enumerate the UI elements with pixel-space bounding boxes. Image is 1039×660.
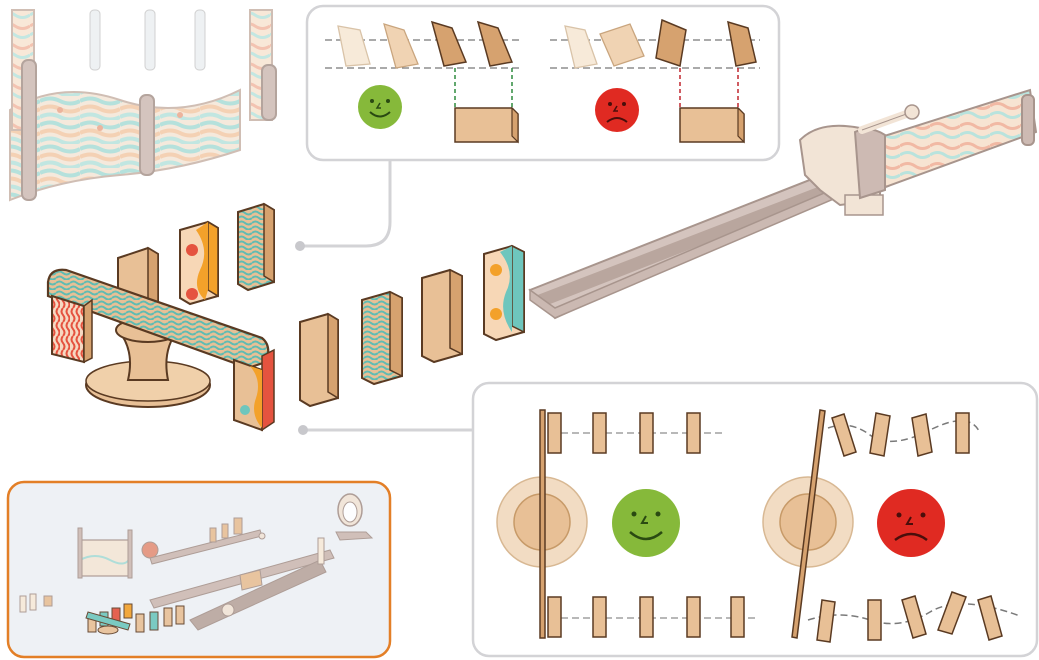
domino-waves-teal — [361, 290, 403, 386]
sad-face-icon — [877, 489, 945, 557]
arch-bridge — [46, 268, 275, 432]
domino — [299, 312, 339, 408]
happy-face-icon — [358, 85, 402, 129]
background-machine — [9, 5, 277, 202]
domino — [421, 268, 463, 364]
domino-scene — [46, 202, 525, 432]
sad-face-icon — [595, 88, 639, 132]
pedestal — [85, 317, 211, 408]
top-inset-panel — [305, 4, 781, 162]
good-domino-sequence — [337, 20, 514, 69]
callout-dot-icon — [295, 241, 305, 251]
bottom-inset-panel — [471, 381, 1039, 658]
bad-domino-sequence — [564, 18, 757, 69]
domino-dots-orange-teal — [483, 244, 525, 342]
domino-dots-red-orange — [179, 220, 219, 306]
bad-gap-block — [679, 106, 745, 144]
bad-layout — [762, 409, 1021, 643]
good-gap-block — [454, 106, 519, 144]
overview-panel — [6, 480, 392, 659]
good-layout — [496, 409, 755, 639]
domino-waves-teal — [237, 202, 275, 292]
ramp-track — [528, 88, 1038, 320]
callout-connectors — [295, 160, 475, 435]
happy-face-icon — [612, 489, 680, 557]
